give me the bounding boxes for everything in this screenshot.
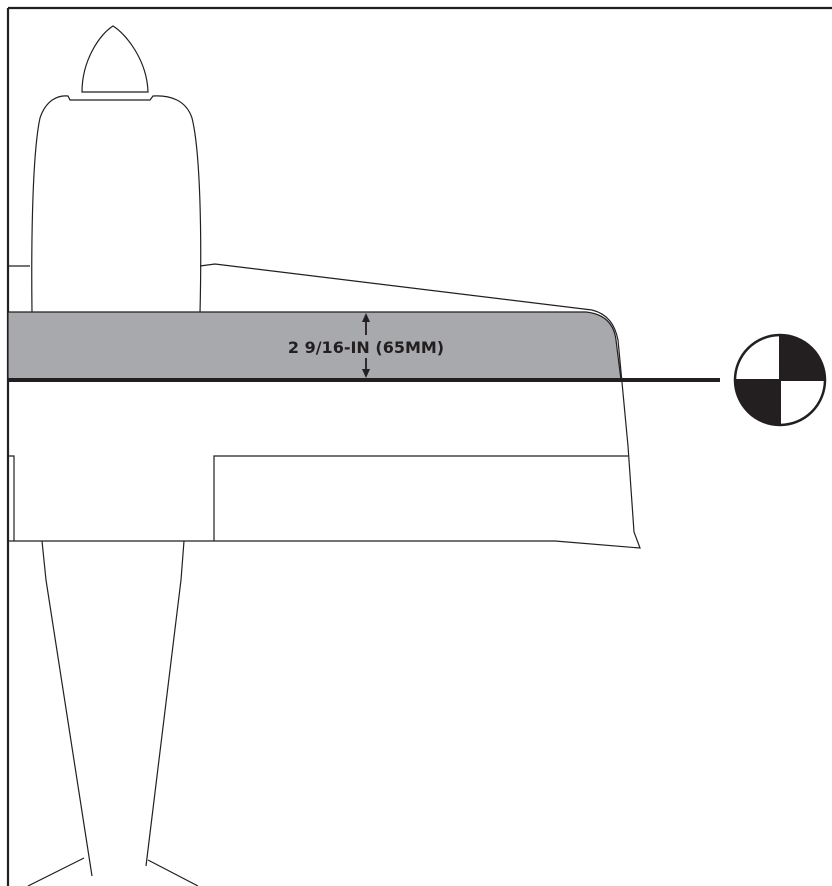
- shaded-cg-band: [7, 311, 622, 381]
- center-of-gravity-icon: [733, 333, 827, 427]
- spinner: [81, 25, 149, 93]
- dimension-arrow: [362, 313, 370, 378]
- cowl: [31, 95, 202, 314]
- rear-fuselage: [27, 540, 199, 886]
- frame: [6, 6, 832, 886]
- wing-outline: [8, 263, 641, 549]
- measurement-label: 2 9/16-IN (65MM): [288, 338, 444, 357]
